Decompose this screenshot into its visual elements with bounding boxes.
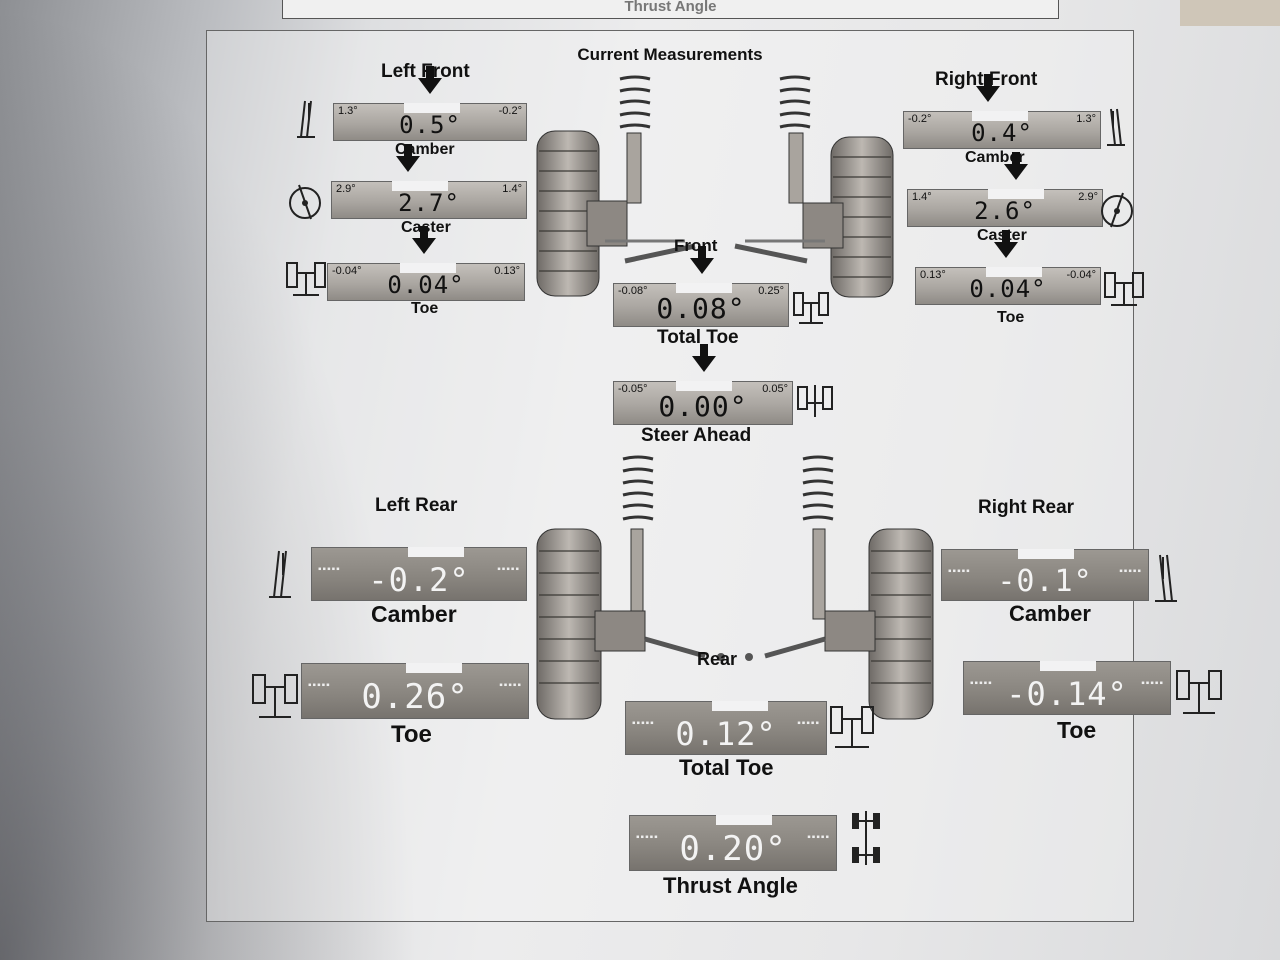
camber-icon: [1107, 108, 1125, 146]
right-front-camber-max: 1.3°: [1076, 113, 1096, 125]
right-front-toe-pointer: [994, 230, 1018, 258]
right-rear-toe-value: -0.14°: [1006, 675, 1128, 713]
rear-total-toe-gauge: ▪▪▪▪▪ ▪▪▪▪▪ 0.12°: [625, 701, 827, 755]
left-front-caster-gauge: 2.9° 1.4° 2.7°: [331, 144, 527, 219]
left-rear-toe-label: Toe: [391, 721, 432, 748]
left-front-camber-max: -0.2°: [498, 105, 522, 117]
right-front-caster-min: 1.4°: [912, 191, 932, 203]
front-total-toe-label: Total Toe: [657, 327, 739, 348]
right-front-camber-label: Camber: [965, 149, 1025, 166]
steer-ahead-pointer: [692, 344, 716, 372]
report-heading: Current Measurements: [577, 45, 763, 64]
right-front-caster-max: 2.9°: [1078, 191, 1098, 203]
right-front-caster-gauge: 1.4° 2.9° 2.6°: [907, 152, 1103, 227]
toe-icon: [1176, 670, 1222, 714]
right-rear-label: Right Rear: [978, 497, 1075, 518]
right-front-toe-gauge: 0.13° -0.04° 0.04°: [915, 230, 1101, 305]
front-label: Front: [674, 236, 718, 255]
right-front-toe-min: 0.13°: [920, 269, 946, 281]
thrust-angle-value: 0.20°: [679, 829, 787, 869]
left-front-toe-pointer: [412, 226, 436, 254]
rear-suspension-illustration: [536, 455, 934, 720]
thrust-angle-gauge: ▪▪▪▪▪ ▪▪▪▪▪ 0.20°: [629, 815, 837, 871]
front-total-toe-gauge: -0.08° 0.25° 0.08°: [613, 246, 789, 327]
right-rear-toe-label: Toe: [1057, 717, 1097, 743]
right-front-camber-pointer: [976, 74, 1000, 102]
left-front-caster-value: 2.7°: [398, 189, 460, 217]
thrust-angle-icon: [852, 811, 880, 865]
steer-ahead-max: 0.05°: [762, 383, 788, 395]
right-front-camber-gauge: -0.2° 1.3° 0.4°: [903, 74, 1101, 149]
rear-label: Rear: [697, 649, 738, 669]
toe-icon: [1104, 272, 1144, 306]
right-front-camber-min: -0.2°: [908, 113, 932, 125]
right-rear-camber-value: -0.1°: [997, 564, 1093, 599]
thrust-angle-label: Thrust Angle: [663, 873, 798, 898]
right-front-caster-label: Caster: [977, 227, 1027, 244]
left-rear-camber-gauge: ▪▪▪▪▪ ▪▪▪▪▪ -0.2°: [311, 547, 527, 601]
caster-icon: [289, 184, 321, 220]
toe-icon: [286, 262, 326, 296]
right-front-caster-pointer: [1004, 152, 1028, 180]
right-front-camber-value: 0.4°: [971, 119, 1033, 147]
steer-ahead-value: 0.00°: [658, 390, 748, 423]
steer-ahead-gauge: -0.05° 0.05° 0.00°: [613, 344, 793, 425]
right-front-caster-value: 2.6°: [974, 197, 1036, 225]
camber-icon: [297, 100, 315, 138]
front-total-toe-max: 0.25°: [758, 285, 784, 297]
left-front-caster-min: 2.9°: [336, 183, 356, 195]
alignment-report-panel: Current Measurements: [206, 30, 1222, 922]
right-front-toe-value: 0.04°: [969, 275, 1047, 303]
left-front-caster-pointer: [396, 144, 420, 172]
right-front-toe-label: Toe: [997, 309, 1025, 326]
front-suspension-illustration: [536, 75, 894, 298]
front-total-toe-value: 0.08°: [656, 292, 746, 325]
left-front-camber-value: 0.5°: [399, 111, 461, 139]
steer-ahead-icon: [797, 385, 833, 417]
left-front-toe-value: 0.04°: [387, 271, 465, 299]
left-front-toe-label: Toe: [411, 300, 439, 317]
rear-total-toe-value: 0.12°: [675, 715, 777, 753]
total-toe-icon: [830, 706, 874, 748]
right-rear-camber-gauge: ▪▪▪▪▪ ▪▪▪▪▪ -0.1°: [941, 549, 1149, 601]
left-front-camber-gauge: 1.3° -0.2° 0.5°: [333, 66, 527, 141]
previous-panel-title: Thrust Angle: [624, 0, 717, 15]
toe-icon: [252, 674, 298, 718]
total-toe-icon: [793, 292, 829, 324]
front-total-toe-min: -0.08°: [618, 285, 648, 297]
caster-icon: [1101, 192, 1133, 228]
steer-ahead-min: -0.05°: [618, 383, 648, 395]
left-front-toe-min: -0.04°: [332, 265, 362, 277]
right-rear-toe-gauge: ▪▪▪▪▪ ▪▪▪▪▪ -0.14°: [963, 661, 1171, 715]
left-rear-label: Left Rear: [375, 495, 458, 516]
right-front-toe-max: -0.04°: [1066, 269, 1096, 281]
left-front-toe-gauge: -0.04° 0.13° 0.04°: [327, 226, 525, 301]
left-front-label: Left Front: [381, 61, 470, 82]
left-rear-toe-value: 0.26°: [361, 677, 469, 717]
camber-icon: [269, 550, 291, 598]
previous-panel: Thrust Angle: [282, 0, 1059, 19]
left-front-toe-max: 0.13°: [494, 265, 520, 277]
left-rear-camber-label: Camber: [371, 601, 457, 627]
right-rear-camber-label: Camber: [1009, 601, 1091, 626]
left-front-camber-pointer: [418, 66, 442, 94]
background-surface: [1180, 0, 1280, 26]
front-total-toe-pointer: [690, 246, 714, 274]
rear-total-toe-label: Total Toe: [679, 755, 774, 780]
left-rear-toe-gauge: ▪▪▪▪▪ ▪▪▪▪▪ 0.26°: [301, 663, 529, 719]
camber-icon: [1155, 554, 1177, 602]
left-rear-camber-value: -0.2°: [368, 561, 470, 599]
left-front-caster-max: 1.4°: [502, 183, 522, 195]
steer-ahead-label: Steer Ahead: [641, 425, 752, 446]
left-front-camber-min: 1.3°: [338, 105, 358, 117]
